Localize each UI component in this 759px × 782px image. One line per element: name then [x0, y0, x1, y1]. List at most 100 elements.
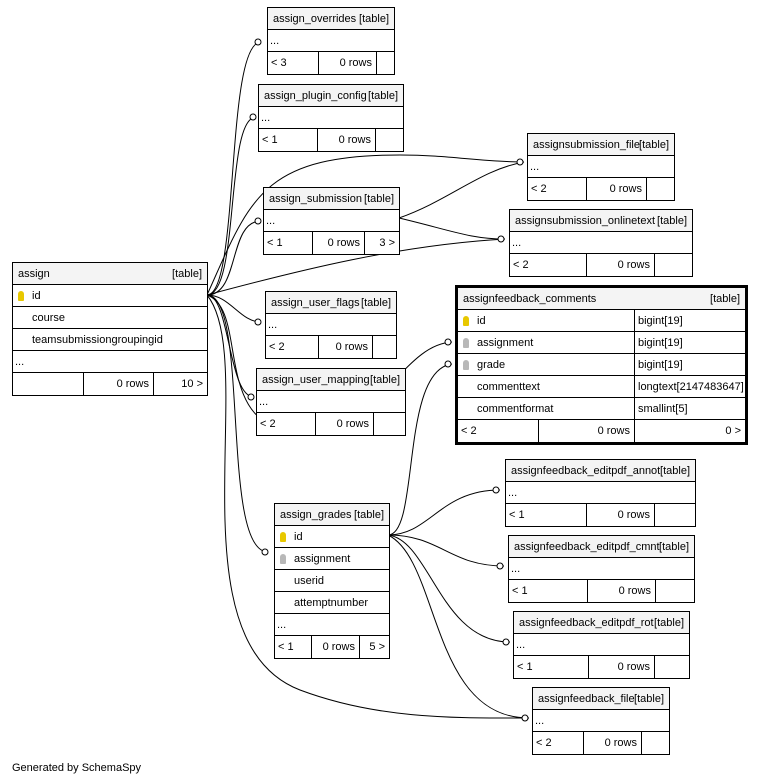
table-assign[interactable]: assign [table] id course teamsubmissiong…	[12, 262, 208, 396]
table-kind: [table]	[172, 268, 202, 280]
child-count: < 2	[269, 341, 285, 353]
column-row[interactable]: commenttext longtext[2147483647]	[458, 376, 745, 398]
child-count: < 2	[536, 737, 552, 749]
table-name: assignfeedback_comments	[463, 293, 597, 305]
table-header: assign_user_mapping [table]	[257, 369, 405, 391]
table-assign-submission[interactable]: assign_submission [table] ... < 1 0 rows…	[263, 187, 400, 255]
column-name: commentformat	[477, 403, 554, 415]
table-header: assignfeedback_editpdf_rot [table]	[514, 612, 689, 634]
table-assign-grades[interactable]: assign_grades [table] id assignment user…	[274, 503, 390, 659]
more-columns: ...	[533, 710, 669, 732]
table-kind: [table]	[361, 297, 391, 309]
table-footer: < 2 0 rows	[266, 336, 396, 358]
column-row[interactable]: teamsubmissiongroupingid	[13, 329, 207, 351]
table-assign-overrides[interactable]: assign_overrides [table] ... < 3 0 rows	[267, 7, 395, 75]
foreign-key-icon	[463, 360, 469, 370]
child-count: < 2	[531, 183, 547, 195]
child-count: < 1	[517, 661, 533, 673]
table-assignsubmission-onlinetext[interactable]: assignsubmission_onlinetext [table] ... …	[509, 209, 693, 277]
edge-grades-editpdf-annot	[387, 489, 501, 536]
column-name: grade	[477, 359, 506, 371]
table-footer: < 2 0 rows	[528, 178, 674, 200]
row-count: 0 rows	[617, 509, 650, 521]
column-type: bigint[19]	[638, 337, 683, 349]
table-assignfeedback-editpdf-cmnt[interactable]: assignfeedback_editpdf_cmnt [table] ... …	[508, 535, 695, 603]
table-assignfeedback-editpdf-rot[interactable]: assignfeedback_editpdf_rot [table] ... <…	[513, 611, 690, 679]
edge-assign-plugin-config	[206, 116, 257, 296]
column-type: bigint[19]	[638, 359, 683, 371]
column-name: id	[32, 290, 41, 302]
column-name: teamsubmissiongroupingid	[32, 334, 163, 346]
table-header: assign_plugin_config [table]	[259, 85, 403, 107]
table-assign-plugin-config[interactable]: assign_plugin_config [table] ... < 1 0 r…	[258, 84, 404, 152]
edge-submission-file	[398, 161, 525, 219]
column-name: course	[32, 312, 66, 324]
table-assignfeedback-file[interactable]: assignfeedback_file [table] ... < 2 0 ro…	[532, 687, 670, 755]
table-footer: < 1 0 rows	[259, 129, 403, 151]
row-count: 0 rows	[604, 737, 637, 749]
more-columns: ...	[514, 634, 689, 656]
table-header: assignfeedback_comments [table]	[458, 288, 745, 310]
table-assignsubmission-file[interactable]: assignsubmission_file [table] ... < 2 0 …	[527, 133, 675, 201]
more-columns: ...	[510, 232, 692, 254]
column-name: id	[294, 531, 303, 543]
table-assign-user-flags[interactable]: assign_user_flags [table] ... < 2 0 rows	[265, 291, 397, 359]
column-row[interactable]: userid	[275, 570, 389, 592]
table-assignfeedback-comments[interactable]: assignfeedback_comments [table] id bigin…	[455, 285, 748, 445]
column-row[interactable]: id	[275, 526, 389, 548]
table-name: assignfeedback_editpdf_cmnt	[514, 541, 660, 553]
table-footer: < 1 0 rows 5 >	[275, 636, 389, 658]
column-row[interactable]: grade bigint[19]	[458, 354, 745, 376]
table-assignfeedback-editpdf-annot[interactable]: assignfeedback_editpdf_annot [table] ...…	[505, 459, 696, 527]
generated-by-credit: Generated by SchemaSpy	[12, 762, 142, 774]
column-row[interactable]: id	[13, 285, 207, 307]
more-columns: ...	[13, 351, 207, 373]
column-row[interactable]: id bigint[19]	[458, 310, 745, 332]
primary-key-icon	[463, 316, 469, 326]
row-count: 0 rows	[597, 425, 630, 437]
column-row[interactable]: commentformat smallint[5]	[458, 398, 745, 420]
column-row[interactable]: assignment	[275, 548, 389, 570]
table-footer: < 2 0 rows	[257, 413, 405, 435]
column-row[interactable]: attemptnumber	[275, 592, 389, 614]
row-count: 0 rows	[338, 134, 371, 146]
table-footer: < 2 0 rows	[510, 254, 692, 276]
more-columns: ...	[266, 314, 396, 336]
table-kind: [table]	[634, 693, 664, 705]
column-row[interactable]: course	[13, 307, 207, 329]
edge-assign-user-mapping	[206, 294, 255, 398]
child-count: < 1	[267, 237, 283, 249]
edge-assign-grades	[206, 294, 269, 553]
parent-count: 0 >	[725, 425, 741, 437]
table-assign-user-mapping[interactable]: assign_user_mapping [table] ... < 2 0 ro…	[256, 368, 406, 436]
row-count: 0 rows	[609, 183, 642, 195]
column-row[interactable]: assignment bigint[19]	[458, 332, 745, 354]
table-footer: < 1 0 rows	[506, 504, 695, 526]
edge-grades-feedback-file	[387, 534, 530, 719]
more-columns: ...	[259, 107, 403, 129]
table-header: assignfeedback_editpdf_cmnt [table]	[509, 536, 694, 558]
child-count: < 3	[271, 57, 287, 69]
column-name: assignment	[477, 337, 534, 349]
row-count: 0 rows	[322, 641, 355, 653]
table-kind: [table]	[659, 541, 689, 553]
table-header: assign_grades [table]	[275, 504, 389, 526]
table-name: assign	[18, 268, 50, 280]
edge-grades-feedback-comments	[387, 363, 453, 536]
table-header: assign_user_flags [table]	[266, 292, 396, 314]
edge-grades-editpdf-rot	[387, 534, 511, 643]
table-kind: [table]	[370, 374, 400, 386]
table-name: assign_overrides	[273, 13, 357, 25]
more-columns: ...	[506, 482, 695, 504]
table-name: assignfeedback_editpdf_annot	[511, 465, 661, 477]
table-name: assign_plugin_config	[264, 90, 367, 102]
table-kind: [table]	[364, 193, 394, 205]
table-footer: < 1 0 rows	[514, 656, 689, 678]
table-footer: < 2 0 rows	[533, 732, 669, 754]
table-footer: 0 rows 10 >	[13, 373, 207, 395]
table-kind: [table]	[657, 215, 687, 227]
table-header: assignfeedback_editpdf_annot [table]	[506, 460, 695, 482]
more-columns: ...	[264, 210, 399, 232]
